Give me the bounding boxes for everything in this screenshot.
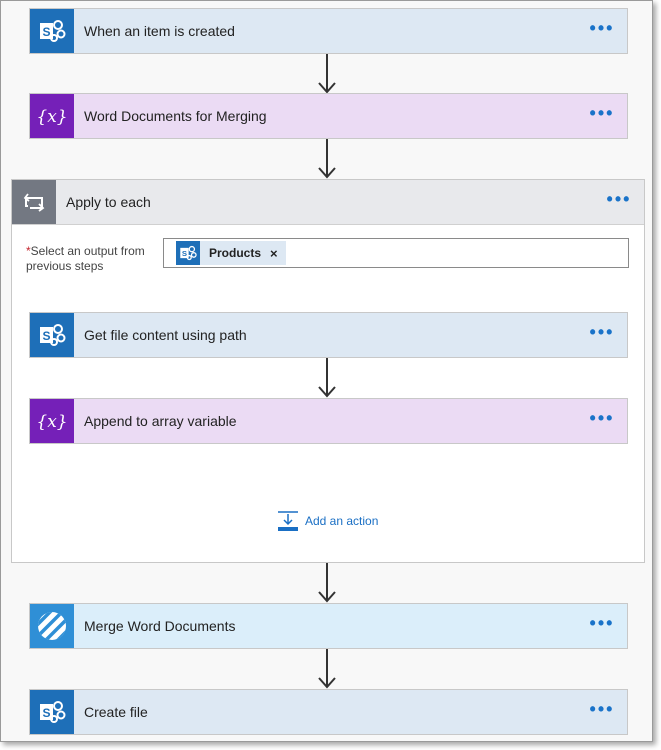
svg-text:S: S — [182, 249, 187, 258]
svg-text:{x}: {x} — [36, 412, 67, 432]
trigger-title: When an item is created — [84, 23, 235, 39]
required-mark: * — [26, 244, 31, 258]
svg-text:{x}: {x} — [36, 107, 67, 127]
sharepoint-icon: S — [30, 313, 74, 357]
arrow-down-icon — [318, 563, 336, 603]
arrow-down-icon — [318, 649, 336, 689]
products-token[interactable]: S Products × — [176, 241, 286, 265]
sharepoint-icon: S — [176, 241, 200, 265]
striped-logo-icon — [30, 604, 74, 648]
variable-title: Word Documents for Merging — [84, 108, 267, 124]
get-file-content-more-button[interactable]: ••• — [589, 322, 615, 342]
arrow-down-icon — [318, 54, 336, 94]
arrow-down-icon — [318, 358, 336, 398]
get-file-content-card[interactable]: S Get file content using path ••• — [29, 312, 628, 358]
apply-to-each-title: Apply to each — [66, 194, 151, 210]
merge-more-button[interactable]: ••• — [589, 613, 615, 633]
apply-to-each-header[interactable]: Apply to each ••• — [12, 180, 644, 225]
add-an-action-button[interactable]: Add an action — [277, 510, 378, 532]
select-output-label: *Select an output from previous steps — [26, 244, 156, 274]
append-array-title: Append to array variable — [84, 413, 237, 429]
create-file-card[interactable]: S Create file ••• — [29, 689, 628, 735]
create-file-more-button[interactable]: ••• — [589, 699, 615, 719]
variable-more-button[interactable]: ••• — [589, 103, 615, 123]
apply-to-each-container: Apply to each ••• *Select an output from… — [11, 179, 645, 563]
add-an-action-label: Add an action — [305, 514, 379, 528]
svg-text:S: S — [42, 706, 50, 720]
flow-canvas: S When an item is created ••• {x} Word D… — [0, 0, 653, 742]
arrow-down-icon — [318, 139, 336, 179]
create-file-title: Create file — [84, 704, 148, 720]
append-array-card[interactable]: {x} Append to array variable ••• — [29, 398, 628, 444]
trigger-more-button[interactable]: ••• — [589, 18, 615, 38]
token-remove-icon[interactable]: × — [270, 245, 278, 261]
get-file-content-title: Get file content using path — [84, 327, 247, 343]
merge-word-documents-card[interactable]: Merge Word Documents ••• — [29, 603, 628, 649]
loop-icon — [12, 180, 56, 224]
variable-card[interactable]: {x} Word Documents for Merging ••• — [29, 93, 628, 139]
sharepoint-icon: S — [30, 9, 74, 53]
select-output-label-text: Select an output from previous steps — [26, 244, 145, 273]
merge-word-documents-title: Merge Word Documents — [84, 618, 236, 634]
variable-icon: {x} — [30, 94, 74, 138]
select-output-input[interactable]: S Products × — [163, 238, 629, 268]
svg-text:S: S — [42, 25, 50, 39]
svg-text:S: S — [42, 329, 50, 343]
trigger-card[interactable]: S When an item is created ••• — [29, 8, 628, 54]
sharepoint-icon: S — [30, 690, 74, 734]
append-array-more-button[interactable]: ••• — [589, 408, 615, 428]
apply-to-each-more-button[interactable]: ••• — [606, 189, 632, 209]
token-label: Products — [209, 246, 262, 260]
add-action-icon — [278, 511, 298, 531]
variable-icon: {x} — [30, 399, 74, 443]
